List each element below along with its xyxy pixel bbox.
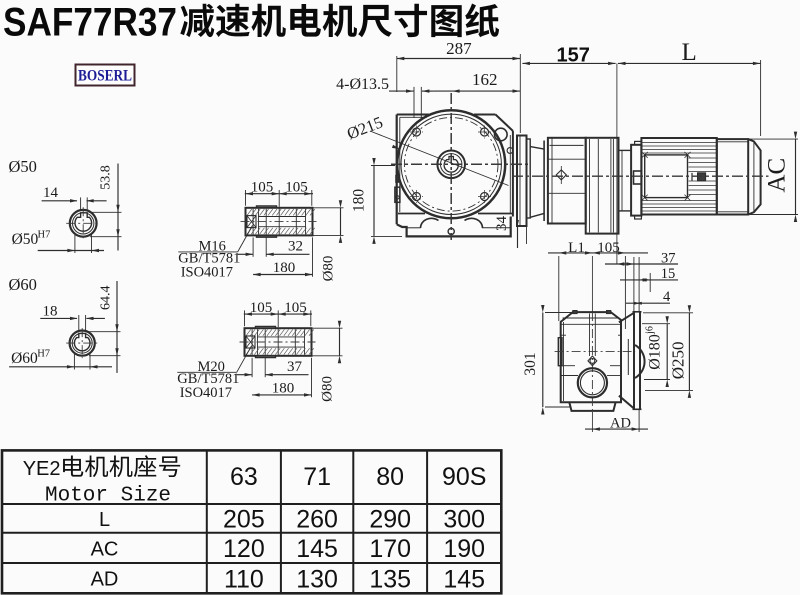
svg-text:110: 110 <box>224 565 264 593</box>
svg-text:80: 80 <box>376 463 404 491</box>
svg-text:Ø60: Ø60 <box>9 275 37 294</box>
svg-text:63: 63 <box>230 463 258 491</box>
svg-text:190: 190 <box>443 535 485 563</box>
svg-text:53.8: 53.8 <box>99 165 114 190</box>
svg-text:M16: M16 <box>199 239 226 255</box>
svg-text:180: 180 <box>351 189 368 213</box>
svg-text:H7: H7 <box>38 230 51 241</box>
svg-text:260: 260 <box>296 506 338 534</box>
svg-text:105: 105 <box>597 240 620 256</box>
svg-text:4-Ø13.5: 4-Ø13.5 <box>336 76 389 93</box>
svg-text:145: 145 <box>443 565 485 593</box>
svg-text:162: 162 <box>472 70 498 89</box>
svg-text:105: 105 <box>285 180 308 196</box>
svg-text:287: 287 <box>446 39 472 58</box>
svg-text:SAF77R37: SAF77R37 <box>3 1 177 45</box>
svg-text:L: L <box>682 39 697 66</box>
svg-text:AD: AD <box>610 416 631 432</box>
svg-text:M20: M20 <box>198 359 225 375</box>
svg-text:Ø60: Ø60 <box>11 350 38 367</box>
svg-text:j6: j6 <box>645 326 656 335</box>
svg-text:105: 105 <box>284 300 307 316</box>
svg-text:GB/T5781: GB/T5781 <box>178 250 240 266</box>
svg-text:64.4: 64.4 <box>99 286 114 311</box>
svg-text:ISO4017: ISO4017 <box>181 264 233 280</box>
svg-text:YE2: YE2 <box>23 458 61 480</box>
svg-text:18: 18 <box>43 303 58 319</box>
svg-text:34: 34 <box>494 216 510 232</box>
svg-text:15: 15 <box>661 266 676 282</box>
svg-text:32: 32 <box>288 239 303 255</box>
svg-text:90S: 90S <box>442 463 486 491</box>
svg-text:145: 145 <box>296 535 338 563</box>
svg-text:205: 205 <box>223 506 265 534</box>
svg-text:Ø250: Ø250 <box>669 342 688 380</box>
svg-text:37: 37 <box>287 359 303 375</box>
svg-text:37: 37 <box>661 250 676 266</box>
svg-text:300: 300 <box>443 506 485 534</box>
svg-text:130: 130 <box>296 565 338 593</box>
svg-text:Ø80: Ø80 <box>321 256 337 282</box>
svg-text:Ø50: Ø50 <box>9 157 37 176</box>
svg-text:AD: AD <box>91 569 119 591</box>
svg-text:Ø215: Ø215 <box>344 112 385 143</box>
svg-text:Ø180: Ø180 <box>647 334 664 370</box>
svg-text:4: 4 <box>663 289 671 305</box>
svg-text:135: 135 <box>369 565 411 593</box>
svg-text:71: 71 <box>303 463 331 491</box>
svg-text:BOSERL: BOSERL <box>78 68 132 85</box>
svg-text:Ø50: Ø50 <box>12 231 39 248</box>
svg-text:157: 157 <box>557 45 590 67</box>
svg-text:170: 170 <box>369 535 411 563</box>
svg-text:AC: AC <box>91 538 119 560</box>
svg-text:290: 290 <box>369 506 411 534</box>
svg-text:105: 105 <box>250 300 273 316</box>
svg-text:GB/T5781: GB/T5781 <box>177 371 239 387</box>
svg-text:L1: L1 <box>568 240 585 256</box>
svg-text:14: 14 <box>43 185 59 201</box>
svg-text:H7: H7 <box>37 348 50 359</box>
svg-text:180: 180 <box>272 381 295 397</box>
svg-text:180: 180 <box>273 260 296 276</box>
svg-text:105: 105 <box>251 180 274 196</box>
svg-text:120: 120 <box>223 535 265 563</box>
svg-text:Motor Size: Motor Size <box>45 485 171 508</box>
svg-text:L: L <box>99 509 110 531</box>
svg-text:ISO4017: ISO4017 <box>180 385 232 401</box>
svg-text:Ø80: Ø80 <box>320 376 336 402</box>
svg-text:AC: AC <box>764 158 791 193</box>
svg-text:301: 301 <box>522 352 539 375</box>
